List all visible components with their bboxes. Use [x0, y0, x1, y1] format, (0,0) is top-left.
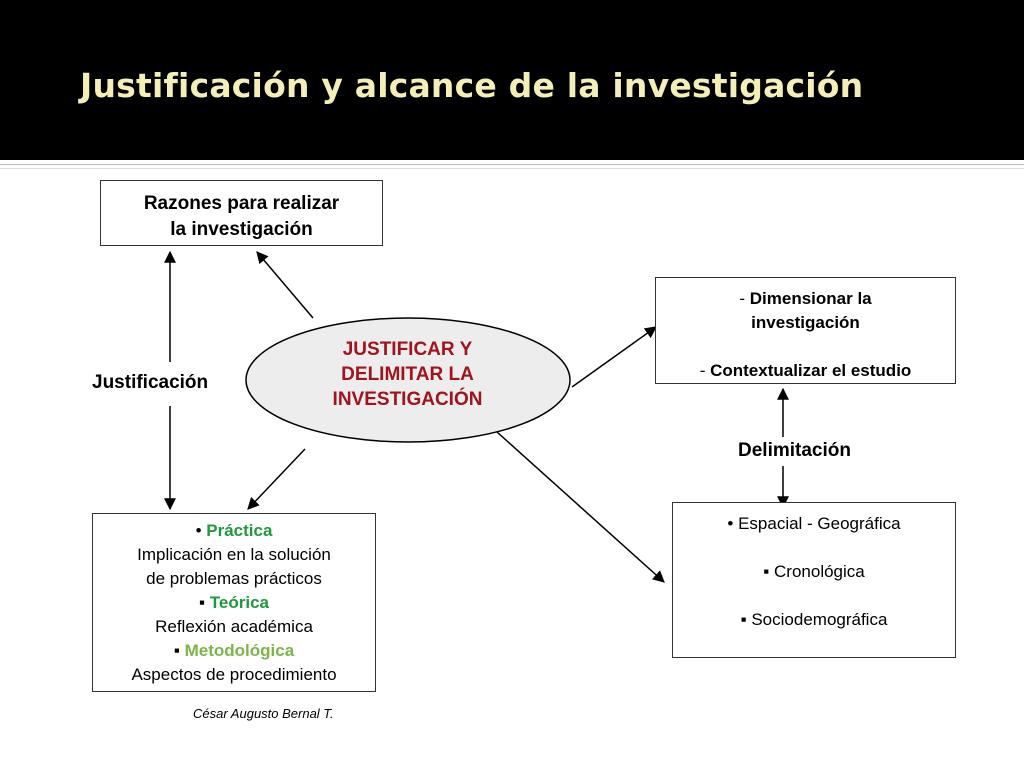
divider-line-thin [0, 168, 1024, 169]
bullet: ▪ [199, 593, 206, 612]
cronologica-item: ▪ Cronológica [673, 560, 955, 584]
sociodemografica-item: ▪ Sociodemográfica [673, 608, 955, 632]
dimension-line-3: - Contextualizar el estudio [656, 359, 955, 383]
arrow-ellipse-to-tipos [247, 448, 306, 510]
center-line-1: JUSTIFICAR Y [342, 339, 473, 360]
center-line-2: DELIMITAR LA [341, 364, 474, 385]
teorica-item: ▪ Teórica [93, 591, 375, 615]
arrow-ellipse-to-dimension [571, 326, 657, 388]
dimension-line-1: - Dimensionar la [656, 287, 955, 311]
practica-desc-2: de problemas prácticos [146, 569, 322, 588]
metodologica-title: Metodológica [184, 641, 295, 660]
arrow-ellipse-to-delimitacion [496, 431, 665, 583]
dash: - [739, 289, 746, 308]
title-bar: Justificación y alcance de la investigac… [0, 0, 1024, 160]
practica-desc-1: Implicación en la solución [137, 545, 331, 564]
spacer [673, 584, 955, 608]
justificacion-label: Justificación [92, 372, 209, 393]
dimension-text-3: Contextualizar el estudio [710, 361, 912, 380]
spacer [656, 335, 955, 359]
center-ellipse-text: JUSTIFICAR Y DELIMITAR LA INVESTIGACIÓN [300, 337, 515, 412]
delimitacion-label: Delimitación [738, 440, 851, 461]
dimension-box: - Dimensionar la investigación - Context… [655, 277, 956, 384]
espacial-item: • Espacial - Geográfica [727, 514, 901, 533]
tipos-box: • Práctica Implicación en la solución de… [92, 513, 376, 692]
arrow-ellipse-to-razones [256, 251, 314, 319]
bullet: ▪ [173, 641, 180, 660]
dimension-line-2: investigación [751, 313, 860, 332]
bullet: ▪ [763, 562, 770, 581]
sociodemografica-text: Sociodemográfica [751, 610, 888, 629]
razones-line-1: Razones para realizar [143, 193, 340, 214]
bullet: • [195, 521, 202, 540]
author-credit: César Augusto Bernal T. [193, 706, 334, 721]
dash: - [699, 361, 706, 380]
slide-title: Justificación y alcance de la investigac… [80, 66, 864, 105]
divider-line [0, 164, 1024, 165]
delimitacion-box: • Espacial - Geográfica ▪ Cronológica ▪ … [672, 502, 956, 658]
bullet: ▪ [740, 610, 747, 629]
spacer [673, 536, 955, 560]
center-line-3: INVESTIGACIÓN [332, 389, 483, 410]
practica-item: • Práctica [93, 519, 375, 543]
razones-line-2: la investigación [170, 219, 313, 240]
metodologica-desc: Aspectos de procedimiento [131, 665, 337, 684]
teorica-desc: Reflexión académica [155, 617, 313, 636]
cronologica-text: Cronológica [774, 562, 865, 581]
metodologica-item: ▪ Metodológica [93, 639, 375, 663]
razones-box: Razones para realizar la investigación [100, 180, 383, 246]
center-ellipse [245, 317, 571, 443]
teorica-title: Teórica [209, 593, 269, 612]
dimension-text-1: Dimensionar la [749, 289, 872, 308]
practica-title: Práctica [206, 521, 273, 540]
